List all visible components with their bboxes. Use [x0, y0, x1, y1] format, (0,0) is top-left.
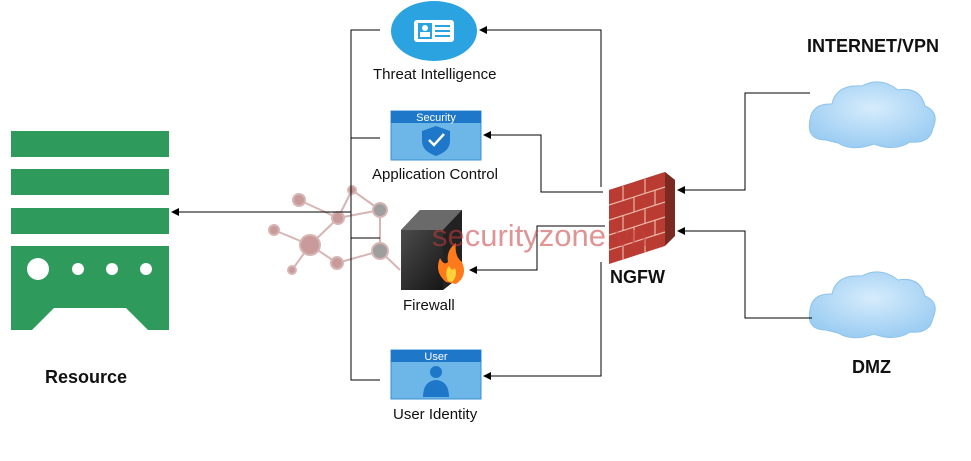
firewall-label: Firewall: [403, 297, 455, 314]
ngfw-connectors: [469, 26, 812, 380]
dmz-label: DMZ: [852, 357, 891, 377]
network-mesh-icon: [268, 185, 401, 275]
security-badge-label: Security: [416, 112, 456, 124]
dmz-cloud-icon: [808, 271, 936, 339]
ngfw-label: NGFW: [610, 267, 665, 287]
firewall-appliance-icon: [401, 210, 464, 290]
threat-intelligence-icon: [391, 1, 477, 61]
user-identity-icon: User: [390, 349, 482, 400]
left-bracket-connector: [350, 29, 380, 381]
user-badge-label: User: [424, 351, 448, 363]
user-identity-label: User Identity: [393, 406, 478, 423]
watermark-text: securityzone.vn: [432, 218, 648, 253]
threat-intelligence-label: Threat Intelligence: [373, 66, 497, 83]
application-control-icon: Security: [390, 110, 482, 161]
internet-vpn-cloud-icon: [808, 81, 936, 149]
application-control-label: Application Control: [372, 166, 498, 183]
internet-vpn-label: INTERNET/VPN: [807, 36, 940, 56]
resource-icon: [11, 131, 169, 330]
ngfw-brick-wall-icon: [608, 172, 675, 264]
resource-label: Resource: [45, 367, 128, 387]
